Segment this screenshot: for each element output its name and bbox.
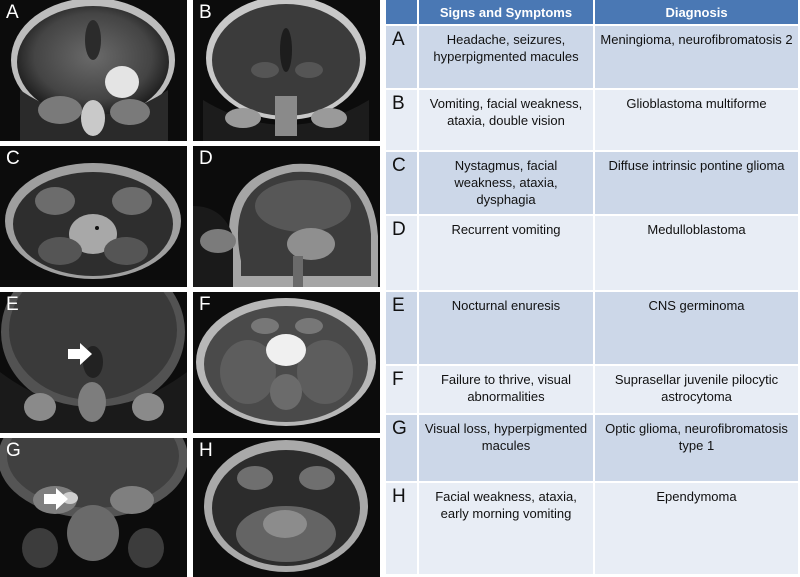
- mri-image-d: [193, 163, 378, 287]
- panel-label: F: [199, 294, 211, 315]
- table-row: F Failure to thrive, visual abnormalitie…: [386, 364, 798, 414]
- mri-panel-g: G: [0, 438, 187, 577]
- panel-label: A: [6, 2, 19, 23]
- table-row: B Vomiting, facial weakness, ataxia, dou…: [386, 88, 798, 151]
- mri-image-a: [11, 0, 175, 141]
- diagnosis-table: Signs and Symptoms Diagnosis A Headache,…: [386, 0, 798, 574]
- row-letter: G: [386, 413, 419, 482]
- row-symptoms: Vomiting, facial weakness, ataxia, doubl…: [418, 88, 595, 151]
- row-letter: H: [386, 481, 419, 574]
- mri-panel-a: A: [0, 0, 187, 141]
- mri-panel-c: C: [0, 146, 187, 287]
- header-letter: [386, 0, 419, 25]
- row-letter: D: [386, 214, 419, 291]
- panel-label: C: [6, 148, 20, 169]
- table-row: A Headache, seizures, hyperpigmented mac…: [386, 24, 798, 89]
- row-diagnosis: Glioblastoma multiforme: [594, 88, 798, 151]
- arrow-icon: [68, 343, 92, 365]
- row-symptoms: Nystagmus, facial weakness, ataxia, dysp…: [418, 150, 595, 215]
- table-row: C Nystagmus, facial weakness, ataxia, dy…: [386, 150, 798, 215]
- row-diagnosis: CNS germinoma: [594, 290, 798, 365]
- row-letter: C: [386, 150, 419, 215]
- row-letter: B: [386, 88, 419, 151]
- diagnosis-table-container: Signs and Symptoms Diagnosis A Headache,…: [386, 0, 800, 577]
- row-symptoms: Headache, seizures, hyperpigmented macul…: [418, 24, 595, 89]
- row-diagnosis: Medulloblastoma: [594, 214, 798, 291]
- mri-panel-b: B: [193, 0, 380, 141]
- mri-image-f: [196, 298, 376, 426]
- table-row: E Nocturnal enuresis CNS germinoma: [386, 290, 798, 365]
- mri-panel-h: H: [193, 438, 380, 577]
- row-letter: F: [386, 364, 419, 414]
- table-row: H Facial weakness, ataxia, early morning…: [386, 481, 798, 574]
- row-symptoms: Failure to thrive, visual abnormalities: [418, 364, 595, 414]
- mri-image-grid: A B C: [0, 0, 381, 577]
- row-diagnosis: Optic glioma, neurofibromatosis type 1: [594, 413, 798, 482]
- mri-image-b: [203, 0, 369, 141]
- row-diagnosis: Diffuse intrinsic pontine glioma: [594, 150, 798, 215]
- header-signs-and-symptoms: Signs and Symptoms: [418, 0, 595, 25]
- row-letter: E: [386, 290, 419, 365]
- table-row: D Recurrent vomiting Medulloblastoma: [386, 214, 798, 291]
- row-diagnosis: Ependymoma: [594, 481, 798, 574]
- table-header-row: Signs and Symptoms Diagnosis: [386, 0, 798, 25]
- header-diagnosis: Diagnosis: [594, 0, 798, 25]
- panel-label: B: [199, 2, 212, 23]
- arrow-icon: [44, 488, 68, 510]
- row-diagnosis: Suprasellar juvenile pilocytic astrocyto…: [594, 364, 798, 414]
- table-row: G Visual loss, hyperpigmented macules Op…: [386, 413, 798, 482]
- row-diagnosis: Meningioma, neurofibromatosis 2: [594, 24, 798, 89]
- panel-label: H: [199, 440, 213, 461]
- row-symptoms: Nocturnal enuresis: [418, 290, 595, 365]
- row-symptoms: Recurrent vomiting: [418, 214, 595, 291]
- mri-panel-d: D: [193, 146, 380, 287]
- row-letter: A: [386, 24, 419, 89]
- row-symptoms: Facial weakness, ataxia, early morning v…: [418, 481, 595, 574]
- mri-image-c: [5, 163, 181, 279]
- panel-label: G: [6, 440, 21, 461]
- mri-image-h: [204, 440, 368, 572]
- mri-image-e: [0, 292, 187, 433]
- mri-panel-e: E: [0, 292, 187, 433]
- mri-panel-f: F: [193, 292, 380, 433]
- row-symptoms: Visual loss, hyperpigmented macules: [418, 413, 595, 482]
- panel-label: D: [199, 148, 213, 169]
- panel-label: E: [6, 294, 19, 315]
